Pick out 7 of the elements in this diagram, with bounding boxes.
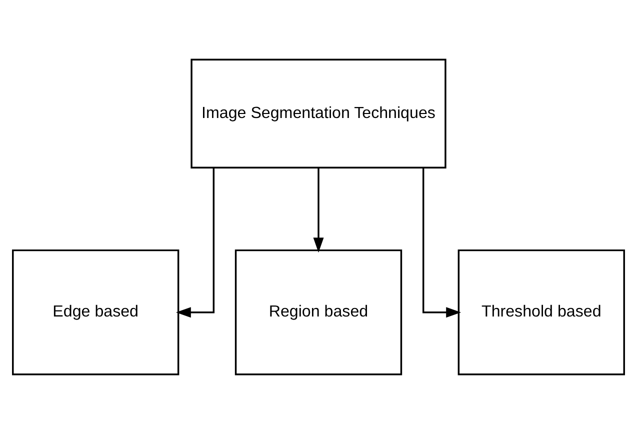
node-box: Edge based	[12, 249, 180, 376]
node-box: Threshold based	[458, 249, 625, 376]
node-box: Region based	[234, 249, 402, 376]
arrow	[176, 168, 215, 318]
arrow	[313, 168, 324, 253]
arrow	[422, 168, 462, 318]
node-box: Image Segmentation Techniques	[190, 58, 446, 168]
